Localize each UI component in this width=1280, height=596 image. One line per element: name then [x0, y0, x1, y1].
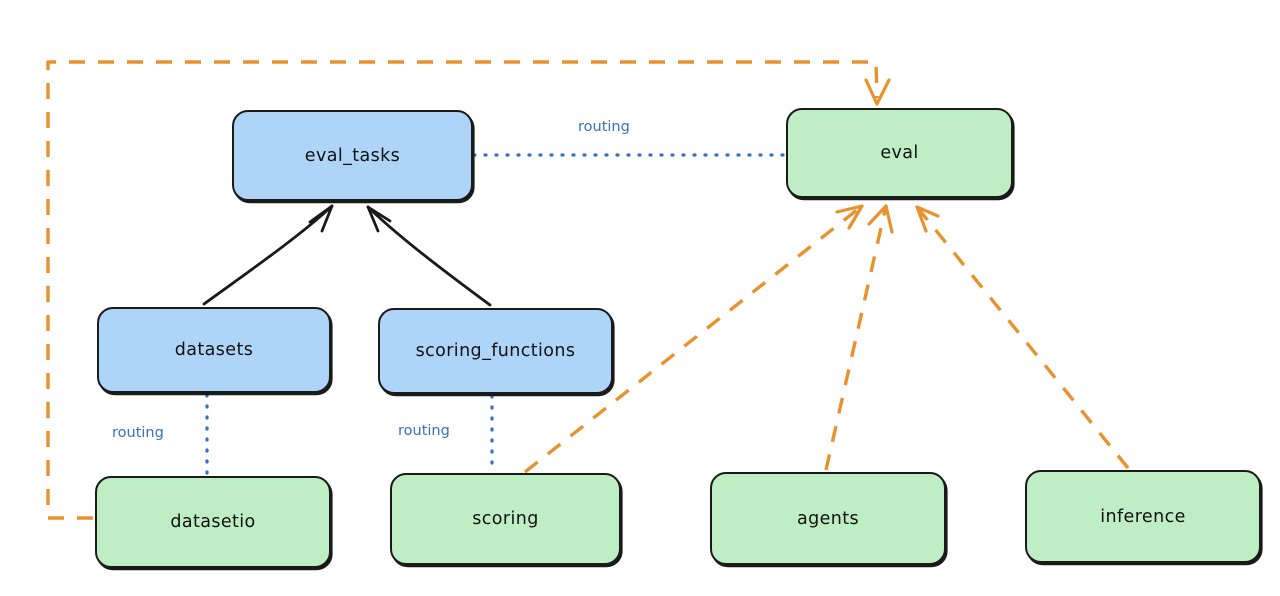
edge-label-routing-eval: routing	[578, 119, 630, 135]
node-eval[interactable]: eval	[786, 108, 1013, 198]
node-label: inference	[1100, 506, 1186, 527]
node-datasetio[interactable]: datasetio	[95, 476, 331, 568]
edge-agents-to-eval	[824, 204, 894, 471]
edge-datasets-to-eval_tasks	[202, 204, 334, 306]
node-eval-tasks[interactable]: eval_tasks	[232, 110, 473, 201]
node-label: datasetio	[170, 512, 256, 532]
node-scoring[interactable]: scoring	[390, 473, 621, 565]
node-scoring-functions[interactable]: scoring_functions	[378, 308, 613, 394]
edge-label-routing-scoring: routing	[398, 423, 450, 439]
node-label: datasets	[174, 340, 254, 360]
node-agents[interactable]: agents	[710, 472, 946, 565]
node-datasets[interactable]: datasets	[97, 307, 331, 393]
node-label: scoring	[472, 509, 539, 529]
edge-inference-to-eval	[915, 205, 1130, 470]
node-inference[interactable]: inference	[1025, 470, 1261, 563]
edge-scoring_functions-to-eval_tasks	[366, 205, 492, 307]
node-label: eval	[880, 143, 919, 163]
node-label: scoring_functions	[415, 341, 576, 361]
node-label: eval_tasks	[304, 145, 401, 166]
node-label: agents	[796, 508, 860, 529]
edge-label-routing-datasetio: routing	[112, 425, 164, 441]
